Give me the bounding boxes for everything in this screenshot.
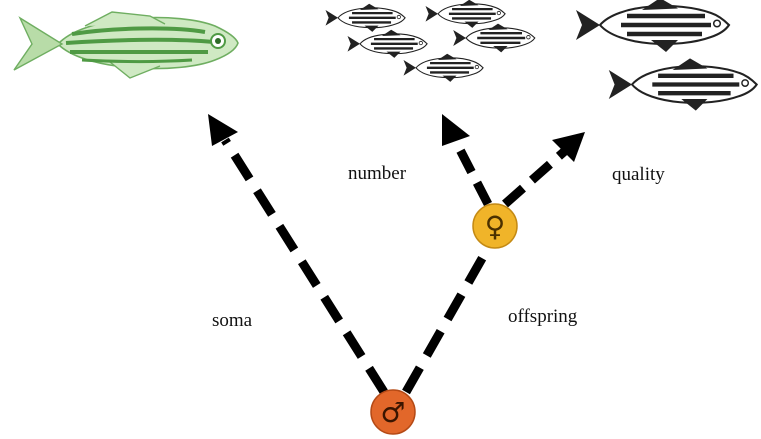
number-label: number	[348, 163, 407, 184]
offspring-arrow-line	[402, 245, 492, 395]
allocation-arrows	[208, 114, 585, 395]
male-node: ♂	[370, 389, 416, 435]
male-symbol-icon: ♂	[380, 396, 405, 429]
soma-label: soma	[212, 310, 253, 331]
quality-arrow-line	[502, 146, 569, 208]
small-fish-school-icon	[324, 0, 536, 84]
female-node: ♀	[472, 203, 518, 249]
female-node-circle	[472, 203, 518, 249]
female-symbol-icon: ♀	[485, 210, 506, 243]
soma-arrow-line	[221, 137, 388, 395]
quality-label: quality	[612, 164, 665, 185]
number-arrow-line	[451, 137, 492, 207]
offspring-label: offspring	[508, 306, 578, 327]
number-arrowhead	[442, 114, 470, 146]
green-zebrafish-icon	[13, 11, 239, 79]
male-node-circle	[370, 389, 416, 435]
quality-arrowhead	[552, 132, 585, 162]
soma-arrowhead	[208, 114, 238, 146]
large-fish-pair-icon	[576, 0, 757, 111]
